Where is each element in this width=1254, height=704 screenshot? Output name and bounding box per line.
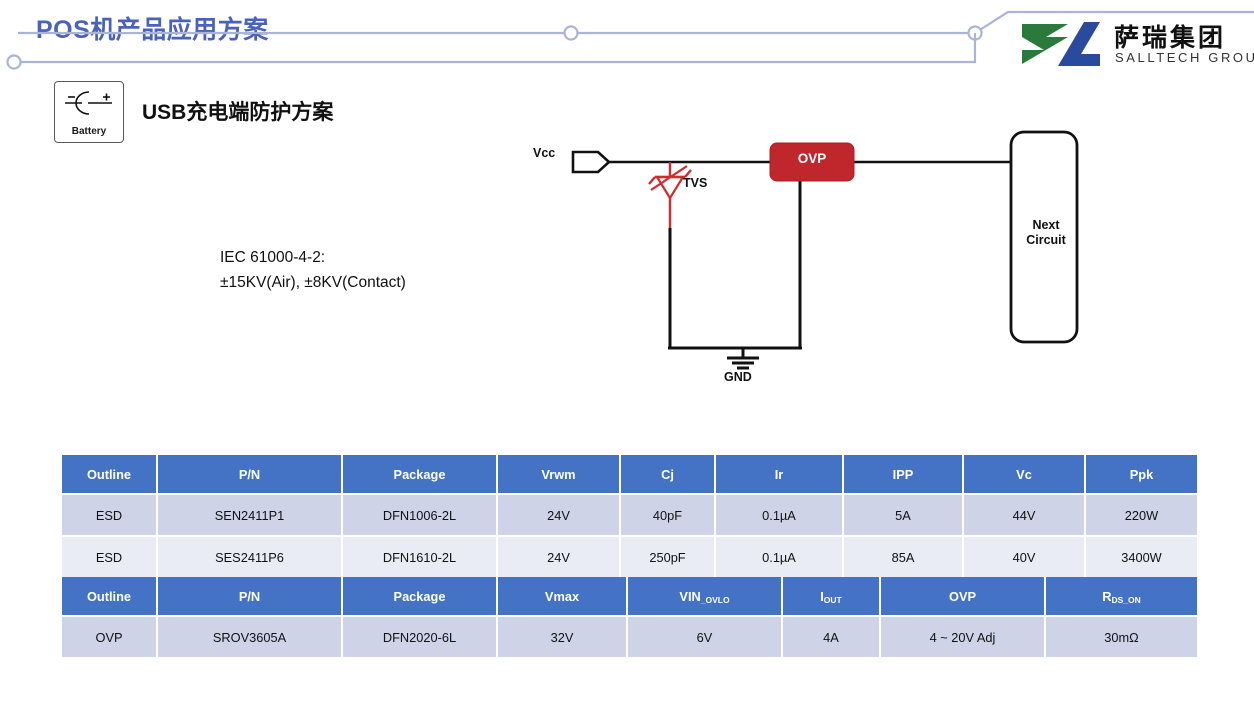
cell-vc: 44V bbox=[963, 494, 1086, 537]
col-header-iout: IOUT bbox=[782, 577, 881, 617]
cell-vrwm: 24V bbox=[497, 536, 621, 579]
ovp-block-label: OVP bbox=[797, 151, 827, 166]
table-row: ESD SEN2411P1 DFN1006-2L 24V 40pF 0.1µA … bbox=[62, 494, 1197, 537]
next-circuit-label: Next Circuit bbox=[1010, 218, 1082, 248]
col-header-ir: Ir bbox=[715, 455, 844, 495]
cell-outline: ESD bbox=[62, 536, 158, 579]
cell-vmax: 32V bbox=[497, 616, 628, 659]
cell-outline: ESD bbox=[62, 494, 158, 537]
logo-en-text: SALLTECH GROUP bbox=[1115, 50, 1254, 65]
salltech-group-logo: 萨瑞集团 SALLTECH GROUP bbox=[1018, 18, 1254, 72]
cell-outline: OVP bbox=[62, 616, 158, 659]
table-header-row: Outline P/N Package Vmax VIN_OVLO IOUT O… bbox=[62, 577, 1197, 617]
battery-icon-caption: Battery bbox=[71, 126, 107, 137]
col-header-outline: Outline bbox=[62, 577, 158, 617]
col-header-vmax: Vmax bbox=[497, 577, 628, 617]
cell-iout: 4A bbox=[782, 616, 881, 659]
cell-vc: 40V bbox=[963, 536, 1086, 579]
cell-ir: 0.1µA bbox=[715, 536, 844, 579]
cell-cj: 40pF bbox=[620, 494, 716, 537]
vcc-label: Vcc bbox=[533, 146, 556, 160]
table-row: ESD SES2411P6 DFN1610-2L 24V 250pF 0.1µA… bbox=[62, 536, 1197, 579]
tvs-label: TVS bbox=[683, 176, 708, 190]
next-circuit-line2: Circuit bbox=[1026, 233, 1066, 247]
section-title: USB充电端防护方案 bbox=[142, 101, 334, 124]
cell-pn: SES2411P6 bbox=[157, 536, 343, 579]
col-header-vin-ovlo: VIN_OVLO bbox=[627, 577, 783, 617]
col-header-ppk: Ppk bbox=[1085, 455, 1197, 495]
iec-spec-line2: ±15KV(Air), ±8KV(Contact) bbox=[220, 274, 406, 291]
cell-ovp: 4 ~ 20V Adj bbox=[880, 616, 1046, 659]
col-header-pn: P/N bbox=[157, 577, 343, 617]
gnd-label: GND bbox=[724, 370, 752, 384]
next-circuit-line1: Next bbox=[1032, 218, 1060, 232]
circuit-schematic-svg bbox=[571, 130, 1079, 370]
cell-pn: SROV3605A bbox=[157, 616, 343, 659]
ovp-parts-table: Outline P/N Package Vmax VIN_OVLO IOUT O… bbox=[62, 577, 1197, 659]
esd-parts-table: Outline P/N Package Vrwm Cj Ir IPP Vc Pp… bbox=[62, 455, 1197, 579]
col-header-package: Package bbox=[342, 455, 498, 495]
cell-ipp: 85A bbox=[843, 536, 964, 579]
vcc-pin-connector-icon bbox=[571, 150, 611, 174]
cell-cj: 250pF bbox=[620, 536, 716, 579]
cell-package: DFN1610-2L bbox=[342, 536, 498, 579]
table-row: OVP SROV3605A DFN2020-6L 32V 6V 4A 4 ~ 2… bbox=[62, 616, 1197, 659]
col-header-vrwm: Vrwm bbox=[497, 455, 621, 495]
table-header-row: Outline P/N Package Vrwm Cj Ir IPP Vc Pp… bbox=[62, 455, 1197, 495]
iec-spec-block: IEC 61000-4-2: ±15KV(Air), ±8KV(Contact) bbox=[220, 245, 406, 295]
next-circuit-block-shape bbox=[1009, 130, 1079, 344]
col-header-rds-on: RDS_ON bbox=[1045, 577, 1197, 617]
battery-symbol-icon bbox=[65, 91, 112, 115]
logo-mark-icon bbox=[1022, 22, 1100, 66]
col-header-package: Package bbox=[342, 577, 498, 617]
cell-vin-ovlo: 6V bbox=[627, 616, 783, 659]
cell-ppk: 220W bbox=[1085, 494, 1197, 537]
cell-rds-on: 30mΩ bbox=[1045, 616, 1197, 659]
battery-icon-card: Battery bbox=[54, 81, 124, 143]
circuit-diagram: Vcc TVS GND OVP Next Circuit bbox=[515, 120, 1115, 400]
col-header-ovp: OVP bbox=[880, 577, 1046, 617]
cell-ipp: 5A bbox=[843, 494, 964, 537]
col-header-cj: Cj bbox=[620, 455, 716, 495]
cell-ir: 0.1µA bbox=[715, 494, 844, 537]
cell-package: DFN1006-2L bbox=[342, 494, 498, 537]
col-header-vc: Vc bbox=[963, 455, 1086, 495]
cell-vrwm: 24V bbox=[497, 494, 621, 537]
cell-pn: SEN2411P1 bbox=[157, 494, 343, 537]
col-header-outline: Outline bbox=[62, 455, 158, 495]
col-header-ipp: IPP bbox=[843, 455, 964, 495]
cell-ppk: 3400W bbox=[1085, 536, 1197, 579]
iec-spec-line1: IEC 61000-4-2: bbox=[220, 249, 326, 266]
ovp-block-shape bbox=[769, 142, 855, 182]
logo-cn-text: 萨瑞集团 bbox=[1114, 23, 1227, 52]
page-title: POS机产品应用方案 bbox=[36, 16, 269, 44]
col-header-pn: P/N bbox=[157, 455, 343, 495]
cell-package: DFN2020-6L bbox=[342, 616, 498, 659]
